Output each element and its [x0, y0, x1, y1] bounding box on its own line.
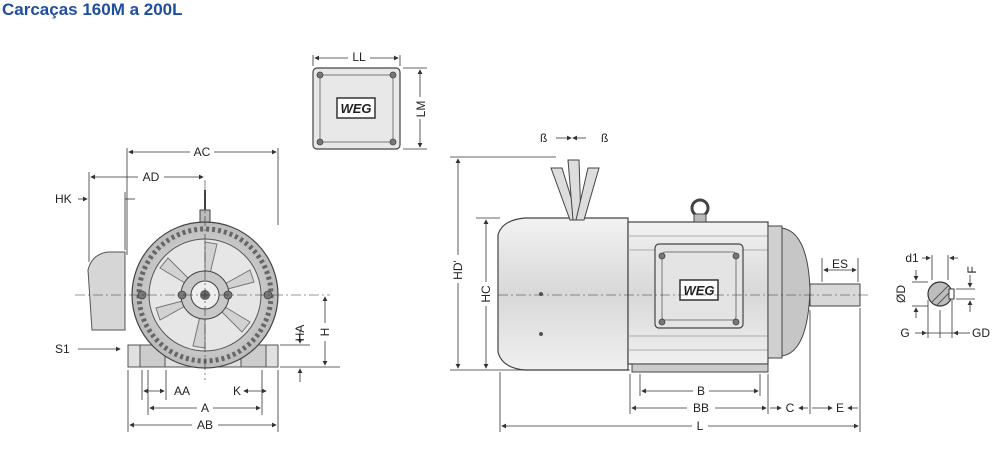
dim-bb: BB: [693, 401, 709, 415]
dim-hd: HD': [451, 260, 465, 280]
dim-b: B: [697, 384, 705, 398]
shaft-section-view: d1 F ØD G GD: [894, 251, 990, 340]
dim-c: C: [786, 401, 795, 415]
dim-k: K: [233, 384, 241, 398]
dim-d1: d1: [905, 251, 919, 265]
dim-ad: AD: [143, 170, 160, 184]
page-title: Carcaças 160M a 200L: [2, 0, 183, 19]
dim-lm: LM: [414, 101, 428, 118]
dim-beta-right: ß: [601, 131, 608, 145]
dim-h: H: [318, 328, 332, 337]
dim-f: F: [965, 266, 979, 273]
front-view: AC AD HK S1 HA H: [55, 144, 340, 432]
dim-gd: GD: [972, 326, 990, 340]
dim-g: G: [900, 326, 909, 340]
terminal-box-view: WEG LL LM: [312, 50, 428, 150]
dim-ha: HA: [293, 325, 307, 342]
side-view: WEG ß ß: [450, 131, 870, 433]
dim-l: L: [697, 419, 704, 433]
dim-od: ØD: [894, 285, 908, 303]
dim-ll: LL: [352, 50, 366, 64]
weg-logo: WEG: [340, 101, 371, 116]
dim-hk: HK: [55, 192, 72, 206]
dim-ab: AB: [197, 418, 213, 432]
dim-aa: AA: [174, 384, 190, 398]
dim-beta-left: ß: [540, 131, 547, 145]
dim-es: ES: [832, 257, 848, 271]
weg-logo-side: WEG: [683, 283, 714, 298]
dim-ac: AC: [194, 145, 211, 159]
dim-hc: HC: [479, 285, 493, 303]
dim-s1: S1: [55, 342, 70, 356]
dim-e: E: [836, 401, 844, 415]
dim-a: A: [201, 401, 209, 415]
